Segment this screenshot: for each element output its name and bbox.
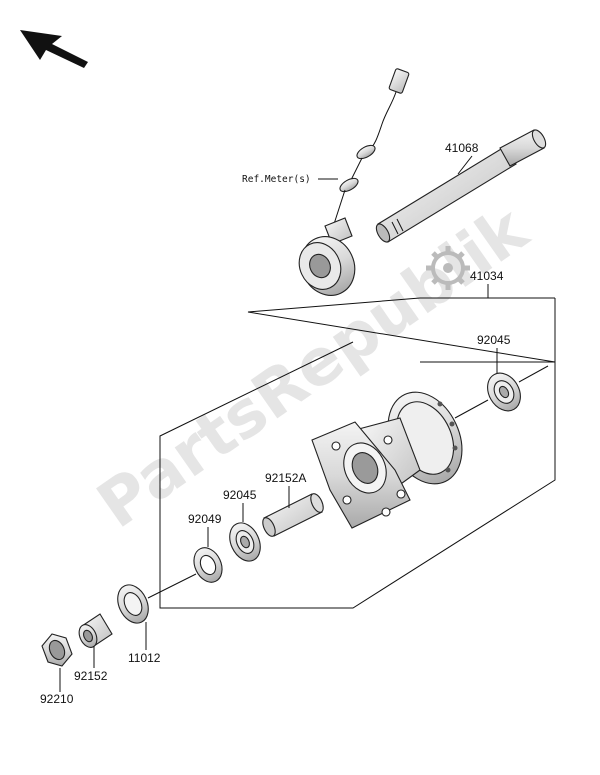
label-92152A: 92152A: [265, 471, 306, 485]
assembly-bracket-41034: [159, 284, 556, 609]
axis-line-left: [147, 573, 197, 599]
part-92152A-spacer: [262, 493, 324, 537]
label-11012: 11012: [128, 651, 161, 665]
wheel-hub: [311, 391, 463, 529]
label-92152: 92152: [74, 669, 108, 683]
part-41068-axle: [375, 129, 547, 243]
part-92049-seal: [193, 547, 223, 583]
label-92045-left: 92045: [223, 488, 257, 502]
axis-line-right-outer: [518, 365, 549, 383]
part-92210-nut: [41, 633, 73, 667]
gear-icon: [426, 246, 470, 290]
meter-gear-housing: [298, 236, 356, 296]
ref-meter-label: Ref.Meter(s): [242, 174, 311, 185]
part-92045-bearing-right: [487, 372, 521, 412]
part-92045-bearing-left: [229, 522, 261, 562]
part-11012-cap: [117, 584, 149, 624]
axis-line-right: [454, 399, 489, 419]
leader-41068: [457, 155, 473, 175]
label-41034: 41034: [470, 269, 504, 283]
label-92049: 92049: [188, 512, 222, 526]
part-92152-collar: [78, 613, 113, 648]
label-92045-top: 92045: [477, 333, 511, 347]
label-92210: 92210: [40, 692, 74, 706]
label-41068: 41068: [445, 141, 479, 155]
direction-arrow-icon: [20, 30, 88, 68]
